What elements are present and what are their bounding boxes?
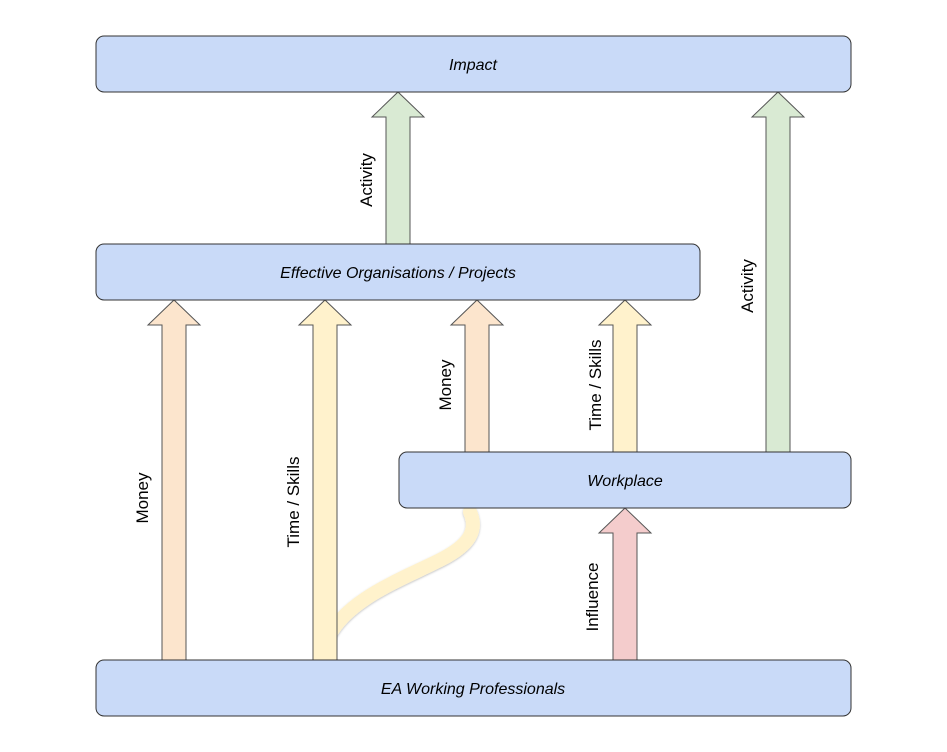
impact-box: Impact <box>95 35 852 93</box>
workplace-money-arrow <box>449 299 505 453</box>
orgs-box: Effective Organisations / Projects <box>95 243 701 301</box>
workplace-activity-arrow <box>750 91 806 453</box>
impact-label: Impact <box>449 57 498 74</box>
orgs-activity-label: Activity <box>357 153 376 207</box>
orgs-activity-arrow <box>370 91 426 245</box>
workplace-box: Workplace <box>398 451 852 509</box>
workplace-label: Workplace <box>587 473 663 490</box>
workplace-time-skills-label: Time / Skills <box>586 340 605 431</box>
professionals-label: EA Working Professionals <box>381 681 565 698</box>
workplace-money-label: Money <box>436 359 455 411</box>
influence-label: Influence <box>583 563 602 632</box>
money-arrow-to-orgs <box>146 299 202 661</box>
time-skills-arrow-to-orgs <box>297 299 353 661</box>
time-skills-label: Time / Skills <box>284 457 303 548</box>
workplace-time-skills-arrow <box>597 299 653 453</box>
influence-arrow <box>597 507 653 661</box>
money-label: Money <box>133 472 152 524</box>
time-skills-curve <box>320 505 480 647</box>
professionals-box: EA Working Professionals <box>95 659 852 717</box>
workplace-activity-label: Activity <box>738 259 757 313</box>
orgs-label: Effective Organisations / Projects <box>280 265 516 282</box>
